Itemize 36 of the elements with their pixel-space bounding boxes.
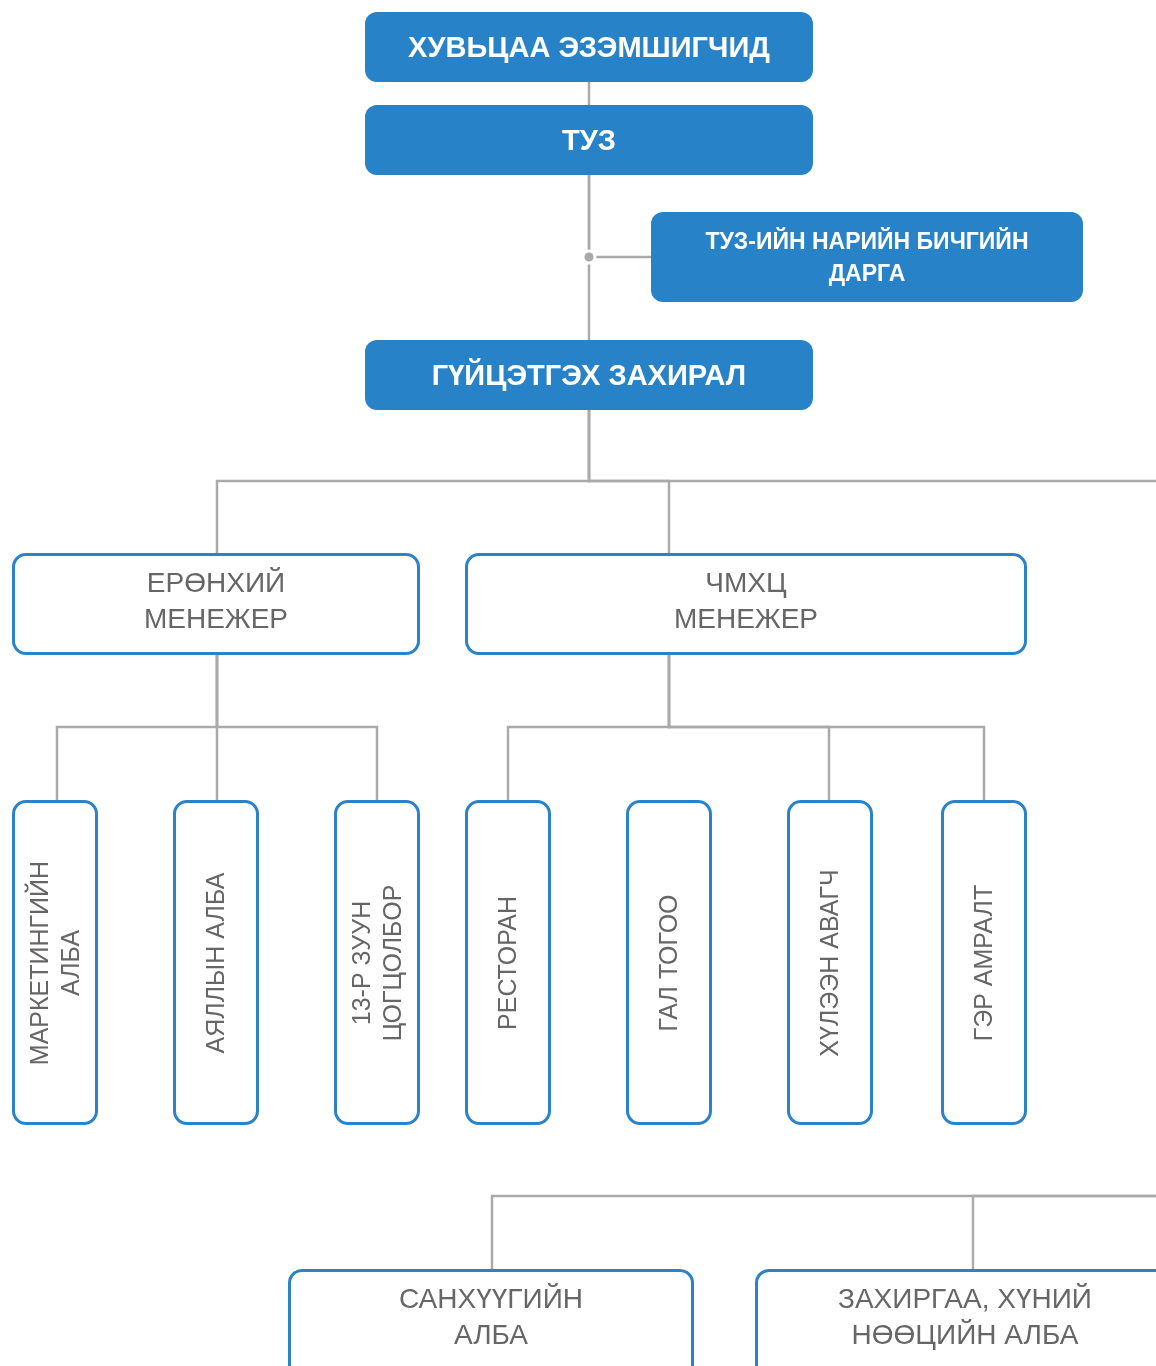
connector-line [971,1194,1156,1269]
department-box [755,1269,1156,1366]
box-label: ГЭР АМРАЛТ [968,883,999,1043]
unit-box [173,800,259,1125]
box-label: ТУЗ-ИЙН НАРИЙН БИЧГИЙН ДАРГА [704,226,1030,288]
box-label: ЧМХЦ МЕНЕЖЕР [672,566,820,636]
box-label: ГАЛ ТОГОО [653,892,684,1034]
department-box [288,1269,694,1366]
box-label: АЯЛЛЫН АЛБА [200,871,231,1056]
unit-box [465,800,551,1125]
unit-box [787,800,873,1125]
box-label: ТУЗ [562,122,616,158]
box-label: САНХҮҮГИЙН АЛБА [398,1282,584,1352]
connector-line [667,655,986,800]
unit-box [12,800,98,1125]
box-label: ХҮЛЭЭН АВАГЧ [814,867,845,1059]
connector-line [587,82,591,105]
unit-box [334,800,420,1125]
connector-line [587,175,651,259]
connector-line [587,410,1156,483]
box-label: РЕСТОРАН [492,894,523,1032]
box-label: ХУВЬЦАА ЭЗЭМШИГЧИД [408,29,770,65]
role-box [365,340,813,410]
unit-box [941,800,1027,1125]
connector-line [215,655,379,800]
box-label: ЕРӨНХИЙ МЕНЕЖЕР [142,566,290,636]
box-label: 13-Р ЗУУН ЦОГЦОЛБОР [345,883,407,1043]
department-box [465,553,1027,655]
department-box [12,553,420,655]
unit-box [626,800,712,1125]
box-label: ЗАХИРГАА, ХҮНИЙ НӨӨЦИЙН АЛБА [837,1282,1093,1352]
box-label: МАРКЕТИНГИЙН АЛБА [23,859,85,1067]
role-box [365,105,813,175]
role-box [365,12,813,82]
role-box [651,212,1083,302]
box-label: ГҮЙЦЭТГЭХ ЗАХИРАЛ [431,357,747,393]
